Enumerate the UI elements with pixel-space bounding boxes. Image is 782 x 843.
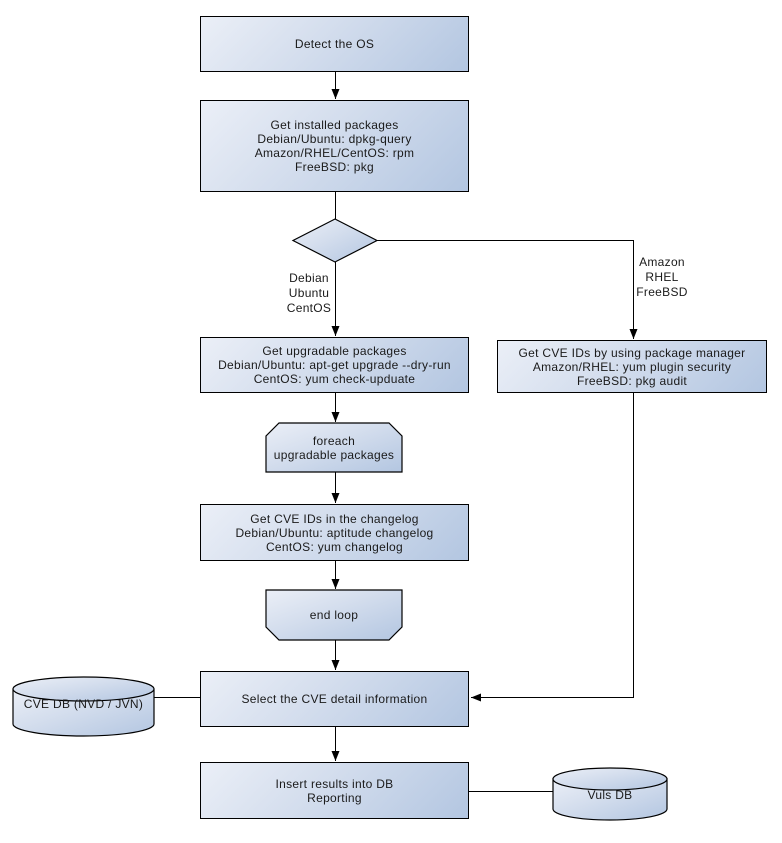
loop-end-shape [265,589,403,641]
node-line: CentOS: yum changelog [265,539,404,554]
node-line: Get CVE IDs in the changelog [250,511,419,526]
node-insert-results-reporting: Insert results into DB Reporting [200,762,469,819]
node-line: Amazon/RHEL: yum plugin security [532,359,732,374]
node-get-cve-ids-changelog: Get CVE IDs in the changelog Debian/Ubun… [200,504,469,561]
node-line: Insert results into DB [275,776,394,791]
edge-label-line: Debian [289,271,329,285]
node-get-installed-packages: Get installed packages Debian/Ubuntu: dp… [200,100,469,192]
node-line: CentOS: yum check-upduate [253,372,416,386]
database-cylinder-vuls-db [552,767,668,821]
node-select-cve-detail: Select the CVE detail information [200,671,469,727]
node-line: FreeBSD: pkg [295,160,374,174]
node-line: Reporting [307,790,362,805]
decision-os-diamond [291,218,379,263]
node-line: Get CVE IDs by using package manager [518,345,746,360]
node-label: Select the CVE detail information [241,692,428,706]
node-line: Get installed packages [270,118,399,132]
node-line: FreeBSD: pkg audit [576,373,688,388]
edge-label-debian-ubuntu-centos: Debian Ubuntu CentOS [277,271,341,316]
edge-label-line: FreeBSD [636,285,688,299]
node-label: Detect the OS [294,37,375,51]
node-line: Debian/Ubuntu: dpkg-query [257,132,412,146]
database-cylinder-cve-db [12,676,155,737]
edge-decision-to-pkgmgr [377,240,638,339]
edge-label-amazon-rhel-freebsd: Amazon RHEL FreeBSD [628,255,696,300]
node-detect-os: Detect the OS [200,16,469,72]
edge-label-line: RHEL [645,270,679,284]
edge-label-line: Amazon [639,255,685,269]
node-line: Amazon/RHEL/CentOS: rpm [254,146,415,160]
node-line: Get upgradable packages [262,344,407,358]
node-get-cve-ids-package-manager: Get CVE IDs by using package manager Ama… [497,340,767,393]
node-get-upgradable-packages: Get upgradable packages Debian/Ubuntu: a… [200,337,469,393]
node-line: Debian/Ubuntu: aptitude changelog [235,525,434,540]
edge-pkgmgr-to-select [471,393,634,702]
loop-start-shape [265,422,403,473]
edge-label-line: Ubuntu [288,286,330,300]
edge-label-line: CentOS [286,301,332,315]
node-line: Debian/Ubuntu: apt-get upgrade --dry-run [218,358,451,372]
